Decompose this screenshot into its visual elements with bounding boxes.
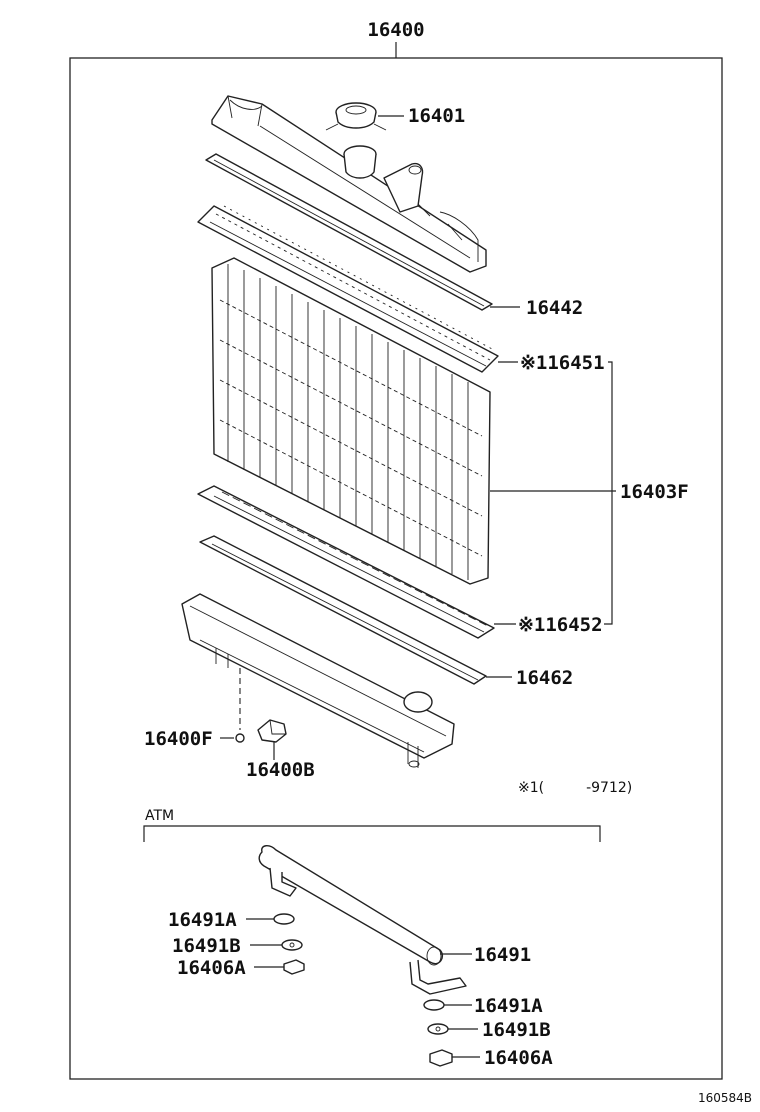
washer-b-left xyxy=(281,939,303,951)
cooler-pipe-part-number: 16491 xyxy=(474,944,531,966)
washer-a-left xyxy=(273,913,295,925)
atm-section-label: ATM xyxy=(145,808,174,824)
lower-plate-part-number: ※116452 xyxy=(518,614,603,636)
drain-cock-part-number: 16400B xyxy=(246,759,315,781)
radiator-core xyxy=(211,257,491,585)
lower-gasket-part-number: 16462 xyxy=(516,667,573,689)
upper-gasket-part-number: 16442 xyxy=(526,297,583,319)
nut-right-part-number: 16406A xyxy=(484,1047,553,1069)
assembly-frame xyxy=(69,57,723,1080)
oil-cooler-pipe xyxy=(258,845,467,995)
upper-radiator-tank xyxy=(211,95,487,273)
core-assembly-bracket xyxy=(604,361,613,625)
washer-a-left-part-number: 16491A xyxy=(168,909,237,931)
drain-oring xyxy=(235,733,245,743)
lower-gasket xyxy=(199,535,487,685)
drain-cock xyxy=(257,719,287,743)
radiator-cap xyxy=(325,102,387,131)
lower-radiator-tank xyxy=(181,593,455,768)
washer-b-left-part-number: 16491B xyxy=(172,935,241,957)
washer-a-right-part-number: 16491A xyxy=(474,995,543,1017)
assembly-number-label: 16400 xyxy=(367,19,424,41)
drain-oring-part-number: 16400F xyxy=(144,728,213,750)
nut-right xyxy=(429,1049,453,1067)
drawing-reference-number: 160584B xyxy=(698,1091,752,1105)
nut-left xyxy=(283,959,305,975)
upper-gasket xyxy=(205,153,493,311)
washer-b-right-part-number: 16491B xyxy=(482,1019,551,1041)
cap-part-number: 16401 xyxy=(408,105,465,127)
model-range-footnote: ※1( -9712) xyxy=(518,780,632,796)
lower-core-plate xyxy=(197,485,495,639)
nut-left-part-number: 16406A xyxy=(177,957,246,979)
core-part-number: 16403F xyxy=(620,481,689,503)
upper-plate-part-number: ※116451 xyxy=(520,352,605,374)
atm-section-bracket xyxy=(143,825,601,842)
washer-b-right xyxy=(427,1023,449,1035)
upper-core-plate xyxy=(197,205,499,373)
washer-a-right xyxy=(423,999,445,1011)
